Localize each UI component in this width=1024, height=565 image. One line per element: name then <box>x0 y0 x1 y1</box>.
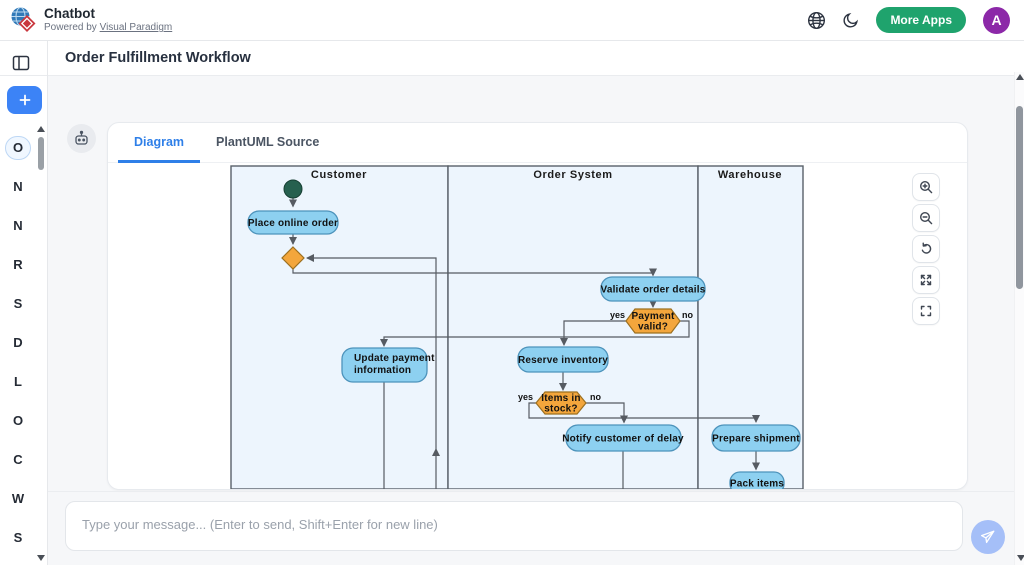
dark-mode-button[interactable] <box>843 12 859 28</box>
conversation-titlebar: Order Fulfillment Workflow <box>48 41 1014 76</box>
diagram-viewport[interactable]: Customer Order System Warehouse <box>108 164 967 489</box>
svg-text:information: information <box>354 365 411 376</box>
svg-text:Reserve inventory: Reserve inventory <box>518 355 608 366</box>
node-prepare-shipment: Prepare shipment <box>711 424 801 452</box>
bot-avatar <box>67 124 96 153</box>
svg-text:valid?: valid? <box>638 322 668 333</box>
svg-text:Payment: Payment <box>631 311 675 322</box>
fit-view-button[interactable] <box>912 266 940 294</box>
fit-view-icon <box>920 274 932 286</box>
diagram-zoom-controls <box>912 173 940 325</box>
zoom-out-button[interactable] <box>912 204 940 232</box>
svg-text:Prepare shipment: Prepare shipment <box>712 434 800 445</box>
composer-divider <box>48 491 1014 492</box>
node-reserve-inventory: Reserve inventory <box>517 346 609 373</box>
plus-icon <box>19 94 30 106</box>
node-notify-customer-of-delay: Notify customer of delay <box>562 424 684 452</box>
scroll-up-arrow[interactable] <box>37 126 45 132</box>
sidebar-scroll-thumb[interactable] <box>38 137 44 170</box>
svg-text:Warehouse: Warehouse <box>718 169 782 181</box>
chat-item[interactable]: S <box>13 530 23 545</box>
panel-toggle-icon <box>12 55 30 70</box>
branch-label-no: no <box>682 310 693 320</box>
visual-paradigm-link[interactable]: Visual Paradigm <box>99 22 173 33</box>
reset-view-icon <box>921 242 932 254</box>
sidebar: O N N R S D L O C W S <box>0 41 48 565</box>
node-pack-items: Pack items <box>729 471 785 490</box>
send-icon <box>980 530 995 544</box>
svg-text:Update payment: Update payment <box>354 353 435 364</box>
zoom-out-icon <box>919 211 933 225</box>
merge-node <box>281 246 305 270</box>
new-chat-button[interactable] <box>7 86 42 114</box>
message-input[interactable] <box>66 502 962 550</box>
app-title: Chatbot <box>44 6 95 22</box>
branch-label-yes: yes <box>518 392 533 402</box>
zoom-in-icon <box>919 180 933 194</box>
more-apps-button[interactable]: More Apps <box>876 7 966 33</box>
visual-paradigm-logo <box>11 7 36 33</box>
reset-view-button[interactable] <box>912 235 940 263</box>
globe-icon <box>808 11 826 29</box>
main-scroll-thumb[interactable] <box>1016 106 1023 289</box>
chat-item[interactable]: C <box>13 452 23 467</box>
main-scrollbar[interactable] <box>1014 72 1024 565</box>
svg-text:Pack items: Pack items <box>730 479 784 490</box>
node-update-payment-information: Update payment information <box>341 347 435 383</box>
diagram-edges <box>289 198 760 489</box>
svg-text:stock?: stock? <box>544 404 577 415</box>
language-button[interactable] <box>807 11 826 30</box>
send-button[interactable] <box>971 520 1005 554</box>
bot-avatar-icon <box>75 130 88 145</box>
diagram-card: Diagram PlantUML Source Customer Order S… <box>107 122 968 490</box>
fullscreen-icon <box>920 305 932 317</box>
svg-text:Validate order details: Validate order details <box>601 285 706 296</box>
svg-text:Order System: Order System <box>533 169 612 181</box>
message-composer <box>65 501 963 551</box>
page-title: Order Fulfillment Workflow <box>65 50 251 66</box>
chat-item[interactable]: N <box>13 218 23 233</box>
sidebar-scrollbar[interactable] <box>36 124 46 565</box>
chat-item[interactable]: R <box>13 257 23 272</box>
loopback-up-arrow <box>432 448 440 456</box>
sidebar-divider <box>0 75 47 76</box>
chat-item[interactable]: L <box>14 374 22 389</box>
node-validate-order-details: Validate order details <box>600 276 706 302</box>
branch-label-no: no <box>590 392 601 402</box>
decision-items-in-stock: Items in stock? <box>535 391 587 415</box>
branch-label-yes: yes <box>610 310 625 320</box>
chat-item[interactable]: O <box>0 128 36 167</box>
scroll-down-arrow[interactable] <box>1016 555 1024 561</box>
svg-text:Items in: Items in <box>541 393 580 404</box>
chat-history-list: O N N R S D L O C W S <box>0 128 36 557</box>
chat-item[interactable]: D <box>13 335 23 350</box>
decision-payment-valid: Payment valid? <box>625 308 681 334</box>
node-place-online-order: Place online order <box>247 210 339 235</box>
fullscreen-button[interactable] <box>912 297 940 325</box>
chat-item[interactable]: O <box>12 413 24 428</box>
tab-plantuml-source[interactable]: PlantUML Source <box>216 134 320 149</box>
activity-diagram: Customer Order System Warehouse <box>230 165 804 490</box>
tab-bar: Diagram PlantUML Source <box>108 123 967 163</box>
tab-diagram[interactable]: Diagram <box>118 123 201 163</box>
sidebar-toggle-button[interactable] <box>8 51 34 77</box>
powered-by: Powered by Visual Paradigm <box>44 22 173 33</box>
scroll-down-arrow[interactable] <box>37 555 45 561</box>
user-avatar[interactable]: A <box>983 6 1010 34</box>
scroll-up-arrow[interactable] <box>1015 74 1024 80</box>
svg-text:Place online order: Place online order <box>248 218 338 229</box>
zoom-in-button[interactable] <box>912 173 940 201</box>
svg-text:Notify customer of delay: Notify customer of delay <box>562 434 684 445</box>
chat-item[interactable]: W <box>11 491 25 506</box>
chat-item[interactable]: S <box>13 296 23 311</box>
chat-item[interactable]: N <box>13 179 23 194</box>
initial-node <box>283 179 303 199</box>
brand: Chatbot Powered by Visual Paradigm <box>0 6 172 33</box>
moon-icon <box>843 13 859 28</box>
app-header: Chatbot Powered by Visual Paradigm More … <box>0 0 1024 41</box>
svg-text:Customer: Customer <box>311 169 367 181</box>
